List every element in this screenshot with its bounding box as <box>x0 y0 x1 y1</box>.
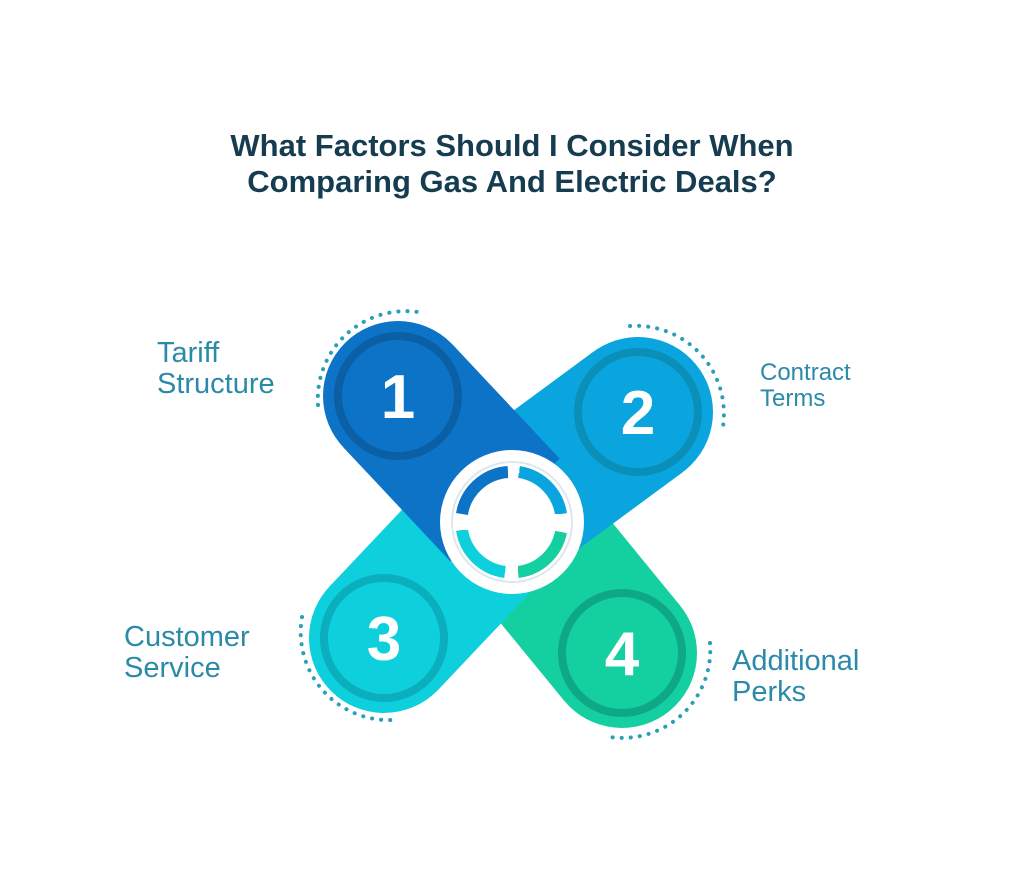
dotted-arc-4 <box>602 641 713 740</box>
step-3: 3 <box>309 563 459 713</box>
label-customer-service: Customer Service <box>124 621 250 684</box>
step-2-number: 2 <box>621 379 655 448</box>
step-2: 2 <box>563 337 713 487</box>
dotted-arc-2 <box>628 323 726 434</box>
title-line-2: Comparing Gas And Electric Deals? <box>247 164 777 199</box>
dotted-arc-1 <box>315 309 420 407</box>
page-title: What Factors Should I Consider When Comp… <box>0 128 1024 200</box>
step-3-number: 3 <box>367 605 401 674</box>
cycle-arrows-icon <box>440 450 584 594</box>
label-additional-perks: Additional Perks <box>732 645 860 708</box>
step-1-number: 1 <box>381 363 415 432</box>
label-tariff-structure: Tariff Structure <box>157 337 275 400</box>
step-4: 4 <box>547 578 697 728</box>
label-contract-terms: Contract Terms <box>760 359 851 412</box>
title-line-1: What Factors Should I Consider When <box>230 128 794 163</box>
step-1: 1 <box>323 321 473 471</box>
step-4-number: 4 <box>605 620 640 689</box>
dotted-arc-3 <box>298 615 394 723</box>
